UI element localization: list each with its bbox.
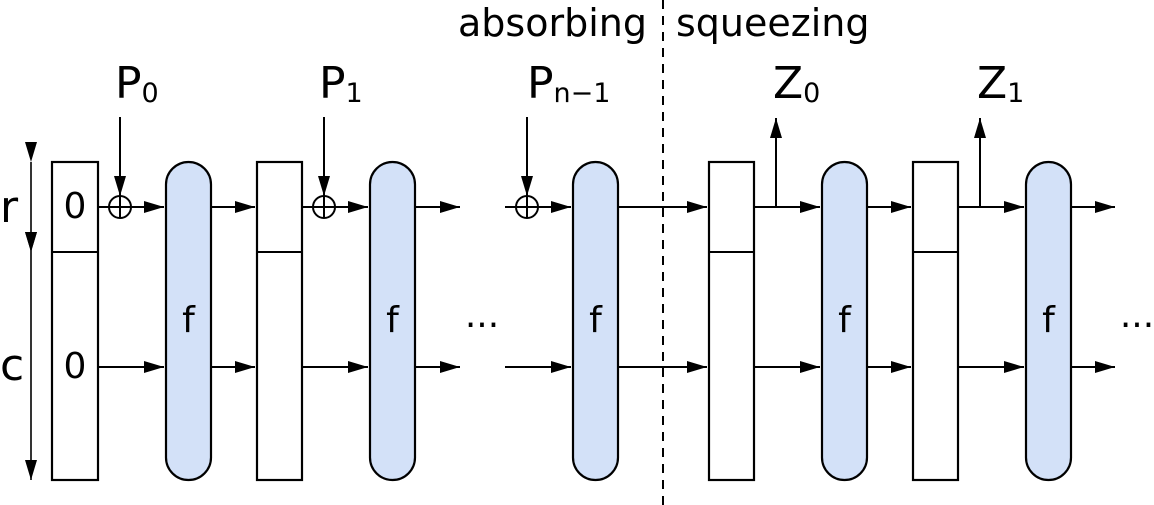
xor-node-1 — [108, 117, 132, 219]
output-label-0: Z0 — [773, 58, 820, 109]
state-1 — [255, 160, 304, 482]
squeezing-label: squeezing — [676, 1, 869, 45]
rate-label: r — [0, 182, 19, 233]
f-block-4 — [820, 160, 869, 482]
xor-node-3 — [515, 117, 539, 219]
absorbing-label: absorbing — [458, 1, 647, 45]
capacity-label: c — [0, 340, 24, 391]
f-label-3: f — [589, 300, 603, 341]
f-block-1 — [164, 160, 213, 482]
f-label-5: f — [1042, 300, 1056, 341]
f-label-1: f — [182, 300, 196, 341]
state-squeeze-0 — [707, 160, 756, 482]
rate-init-value: 0 — [64, 186, 87, 227]
initial-state — [50, 160, 100, 482]
ellipsis-middle: ··· — [465, 305, 499, 346]
input-label-1: P1 — [319, 58, 363, 109]
f-block-2 — [368, 160, 417, 482]
capacity-init-value: 0 — [64, 346, 87, 387]
state-squeeze-1 — [911, 160, 960, 482]
xor-node-2 — [312, 117, 336, 219]
output-label-1: Z1 — [977, 58, 1024, 109]
f-block-3 — [571, 160, 620, 482]
input-label-0: P0 — [115, 58, 159, 109]
f-label-4: f — [838, 300, 852, 341]
f-block-5 — [1024, 160, 1073, 482]
f-label-2: f — [386, 300, 400, 341]
ellipsis-end: ··· — [1120, 305, 1154, 346]
input-label-n-minus-1: Pn−1 — [527, 58, 610, 109]
